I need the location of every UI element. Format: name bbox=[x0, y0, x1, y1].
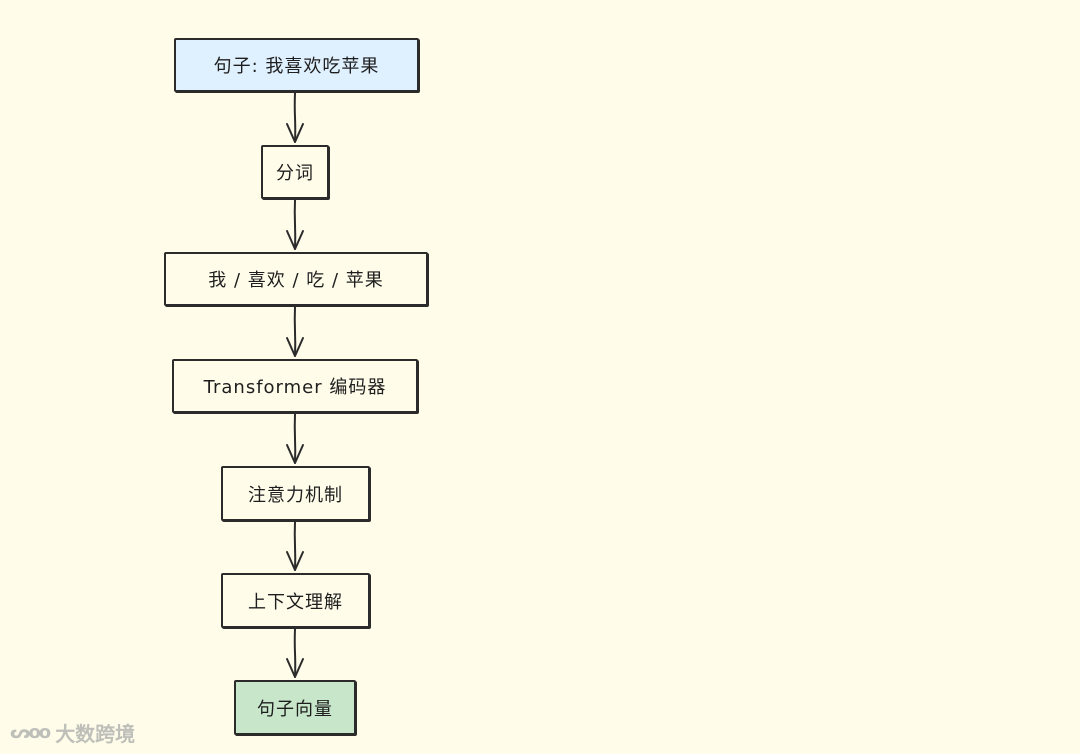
arrow-sentence-to-tokenize bbox=[286, 92, 304, 143]
arrow-tokens-to-encoder bbox=[286, 306, 304, 357]
arrow-line bbox=[293, 199, 297, 250]
arrow-head bbox=[286, 337, 304, 357]
node-vector: 句子向量 bbox=[234, 680, 356, 735]
arrow-head bbox=[286, 230, 304, 250]
arrow-encoder-to-attention bbox=[286, 413, 304, 464]
node-context: 上下文理解 bbox=[221, 573, 370, 628]
watermark: ᔕoo 大数跨境 bbox=[10, 718, 135, 747]
arrow-line bbox=[293, 306, 297, 357]
arrow-tokenize-to-tokens bbox=[286, 199, 304, 250]
node-attention: 注意力机制 bbox=[221, 466, 370, 521]
arrow-line bbox=[293, 628, 297, 678]
arrow-attention-to-context bbox=[286, 521, 304, 571]
node-tokens: 我 / 喜欢 / 吃 / 苹果 bbox=[164, 252, 428, 306]
arrow-line bbox=[293, 92, 297, 143]
arrow-head bbox=[286, 658, 304, 678]
arrow-head bbox=[286, 444, 304, 464]
arrow-head bbox=[286, 123, 304, 143]
arrow-line bbox=[293, 521, 297, 571]
arrow-line bbox=[293, 413, 297, 464]
arrow-head bbox=[286, 551, 304, 571]
node-tokenize: 分词 bbox=[261, 145, 329, 199]
node-sentence: 句子: 我喜欢吃苹果 bbox=[174, 38, 419, 92]
watermark-text: 大数跨境 bbox=[55, 722, 136, 746]
watermark-logo-icon: ᔕoo bbox=[10, 722, 51, 743]
arrow-context-to-vector bbox=[286, 628, 304, 678]
node-encoder: Transformer 编码器 bbox=[172, 359, 418, 413]
